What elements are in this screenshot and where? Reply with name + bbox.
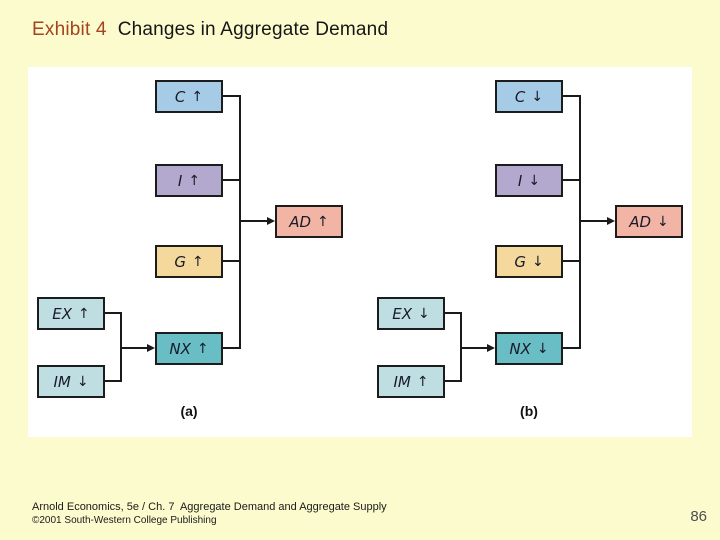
down-arrow-icon: ↓ (418, 305, 430, 322)
up-arrow-icon: ↑ (317, 213, 329, 230)
box-net-exports: NX ↑ (155, 332, 223, 365)
variable-label: I (177, 171, 183, 190)
box-investment: I↓ (495, 164, 563, 197)
connector-nx-stub (563, 347, 581, 349)
footer: Arnold Economics, 5e / Ch. 7 Aggregate D… (32, 500, 387, 527)
box-government: G↓ (495, 245, 563, 278)
connector-trunk-line (579, 95, 581, 349)
footer-copyright: ©2001 South-Western College Publishing (32, 515, 217, 526)
exhibit-number: Exhibit 4 (32, 19, 107, 40)
up-arrow-icon: ↑ (191, 88, 204, 105)
diagram-panel: C↑ I↑ G↑ EX↑ IM↓ NX↑ AD↑ (a) (28, 67, 692, 437)
connector-ex-stub (445, 312, 461, 314)
variable-label: G (514, 252, 526, 271)
variable-label: EX (52, 304, 73, 323)
variable-label: NX (509, 339, 531, 358)
box-investment: I↑ (155, 164, 223, 197)
variable-label: IM (393, 372, 411, 391)
box-consumption: C↓ (495, 80, 563, 113)
connector-ad-arrow-line (241, 220, 268, 222)
connector-im-stub (105, 380, 121, 382)
slide-title: Exhibit 4 Changes in Aggregate Demand (32, 19, 388, 41)
variable-label: IM (53, 372, 71, 391)
connector-nx-arrow-line (462, 347, 488, 349)
variable-label: AD (629, 212, 652, 231)
up-arrow-icon: ↑ (191, 253, 204, 270)
variable-label: C (514, 87, 526, 106)
down-arrow-icon: ↓ (528, 172, 541, 189)
down-arrow-icon: ↓ (531, 88, 544, 105)
variable-label: AD (289, 212, 312, 231)
box-net-exports: NX ↓ (495, 332, 563, 365)
box-imports: IM ↑ (377, 365, 445, 398)
variable-label: C (174, 87, 186, 106)
variable-label: G (174, 252, 186, 271)
arrowhead-icon (267, 217, 275, 225)
arrowhead-icon (147, 344, 155, 352)
flowchart-panel-a: C↑ I↑ G↑ EX↑ IM↓ NX↑ AD↑ (a) (28, 67, 368, 437)
connector-i-stub (223, 179, 241, 181)
box-imports: IM ↓ (37, 365, 105, 398)
connector-exim-line (120, 312, 122, 382)
variable-label: I (517, 171, 523, 190)
connector-trunk-line (239, 95, 241, 349)
connector-i-stub (563, 179, 581, 181)
box-exports: EX ↓ (377, 297, 445, 330)
up-arrow-icon: ↑ (196, 340, 209, 357)
up-arrow-icon: ↑ (188, 172, 201, 189)
connector-c-stub (223, 95, 241, 97)
title-text: Changes in Aggregate Demand (117, 19, 389, 40)
down-arrow-icon: ↓ (657, 213, 669, 230)
box-exports: EX ↑ (37, 297, 105, 330)
up-arrow-icon: ↑ (78, 305, 90, 322)
connector-ad-arrow-line (581, 220, 608, 222)
panel-label-a: (a) (180, 403, 198, 419)
down-arrow-icon: ↓ (76, 373, 89, 390)
box-aggregate-demand: AD ↓ (615, 205, 683, 238)
connector-nx-stub (223, 347, 241, 349)
footer-citation: Arnold Economics, 5e / Ch. 7 Aggregate D… (32, 501, 387, 513)
connector-im-stub (445, 380, 461, 382)
arrowhead-icon (487, 344, 495, 352)
box-consumption: C↑ (155, 80, 223, 113)
page-number: 86 (690, 508, 707, 525)
down-arrow-icon: ↓ (531, 253, 544, 270)
connector-ex-stub (105, 312, 121, 314)
box-aggregate-demand: AD ↑ (275, 205, 343, 238)
connector-g-stub (223, 260, 241, 262)
connector-c-stub (563, 95, 581, 97)
connector-g-stub (563, 260, 581, 262)
panel-label-b: (b) (520, 403, 538, 419)
connector-nx-arrow-line (122, 347, 148, 349)
variable-label: EX (392, 304, 413, 323)
arrowhead-icon (607, 217, 615, 225)
box-government: G↑ (155, 245, 223, 278)
up-arrow-icon: ↑ (416, 373, 429, 390)
down-arrow-icon: ↓ (536, 340, 549, 357)
variable-label: NX (169, 339, 191, 358)
flowchart-panel-b: C↓ I↓ G↓ EX↓ IM↑ NX↓ AD↓ (b) (368, 67, 708, 437)
connector-exim-line (460, 312, 462, 382)
